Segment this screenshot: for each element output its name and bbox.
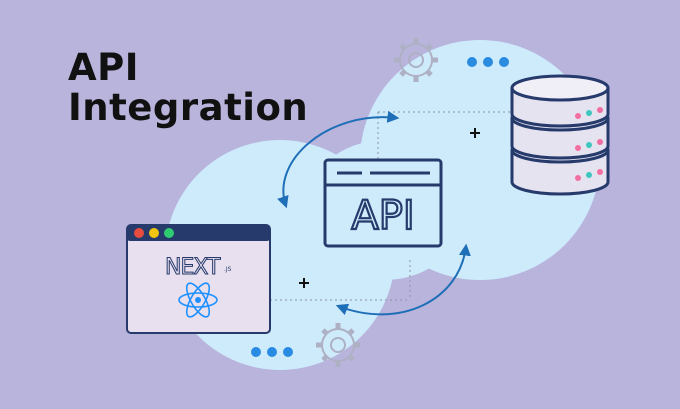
nextjs-logo-suffix: .JS [224, 266, 232, 273]
plus-icon [470, 128, 480, 138]
api-label: API [351, 193, 414, 239]
database-icon [510, 74, 610, 196]
arrow-icon [335, 243, 471, 316]
gear-icon [394, 38, 438, 82]
minimize-dot [149, 228, 159, 238]
gear-icon [316, 323, 360, 367]
dots-icon [467, 57, 509, 67]
heading-line-2: Integration [68, 86, 309, 129]
close-dot [134, 228, 144, 238]
browser-window: NEXT .JS [126, 224, 271, 334]
heading-line-1: API [68, 46, 140, 89]
dots-icon [251, 347, 293, 357]
arrow-icon [277, 110, 400, 209]
plus-icon [299, 278, 309, 288]
react-atom-icon [178, 282, 218, 318]
nextjs-logo-text: NEXT [165, 255, 221, 280]
maximize-dot [164, 228, 174, 238]
api-window: API [323, 158, 443, 248]
